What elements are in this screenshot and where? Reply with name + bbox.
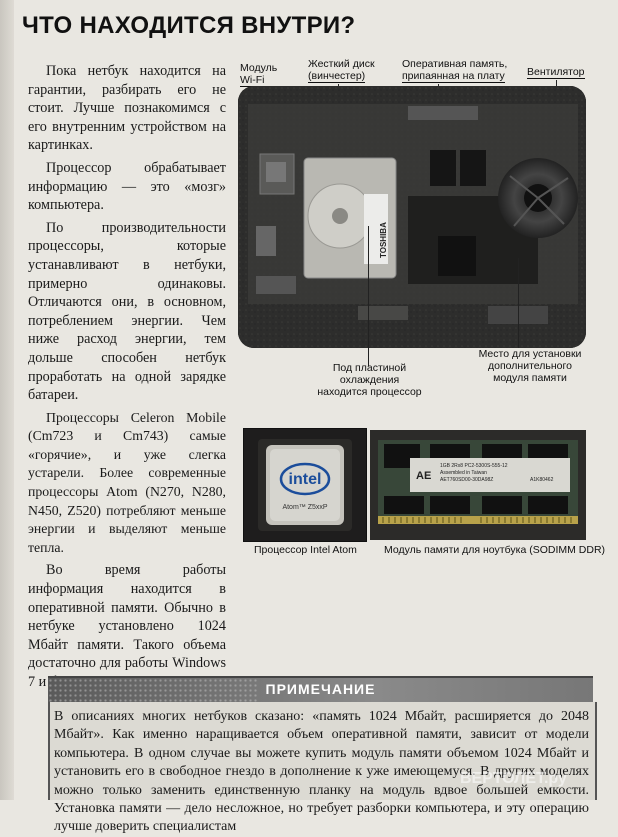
leader-line — [368, 226, 370, 366]
label-extra-memory-slot: Место для установки дополнительного моду… — [478, 348, 582, 384]
ram-sticker-line: A1K80462 — [530, 477, 554, 483]
page-title: ЧТО НАХОДИТСЯ ВНУТРИ? — [22, 12, 356, 39]
note-box — [48, 702, 597, 800]
sodimm-module-image: AE 1GB 2Rx8 PC2-5300S-555-12 Assembled i… — [370, 430, 586, 540]
paragraph: Пока нетбук находится на гарантии, разби… — [28, 63, 226, 154]
label-hdd: Жесткий диск (винчестер) — [308, 58, 375, 83]
chip-model: Atom™ Z5xxP — [282, 504, 327, 511]
netbook-motherboard-image: TOSHIBA — [238, 86, 586, 348]
label-fan: Вентилятор — [527, 66, 585, 79]
paragraph: Процессор обрабатывает информацию — это … — [28, 159, 226, 214]
hdd-brand-text: TOSHIBA — [379, 222, 388, 258]
body-text-column: Пока нетбук находится на гарантии, разби… — [28, 62, 226, 696]
paragraph: По производительности процессоры, которы… — [28, 219, 226, 404]
label-cpu-under-plate: Под пластиной охлаждения находится проце… — [317, 362, 422, 398]
watermark: ВЕРТОЛЕТ.ру — [460, 770, 567, 787]
intel-atom-chip-image: intel Atom™ Z5xxP — [243, 428, 367, 542]
note-header-pattern — [48, 678, 258, 702]
paragraph: Процессоры Celeron Mobile (Cm723 и Cm743… — [28, 409, 226, 555]
page-edge — [0, 0, 14, 800]
ram-sticker-line: 1GB 2Rx8 PC2-5300S-555-12 — [440, 463, 508, 469]
label-soldered-ram: Оперативная память, припаянная на плату — [402, 58, 508, 83]
label-wifi: Модуль Wi-Fi — [240, 62, 278, 87]
ram-sticker-line: Assembled in Taiwan — [440, 470, 487, 476]
caption-cpu: Процессор Intel Atom — [254, 544, 357, 556]
caption-ram: Модуль памяти для ноутбука (SODIMM DDR) — [384, 544, 606, 556]
note-heading: ПРИМЕЧАНИЕ — [265, 681, 376, 697]
paragraph: Во время работы информация находится в о… — [28, 562, 226, 690]
ram-sticker-line: AET760SD00-30DA98Z — [440, 477, 493, 483]
note-header: ПРИМЕЧАНИЕ — [48, 676, 593, 704]
leader-line — [518, 258, 520, 348]
chip-brand: intel — [289, 471, 322, 488]
ram-sticker-logo: AE — [416, 470, 431, 482]
